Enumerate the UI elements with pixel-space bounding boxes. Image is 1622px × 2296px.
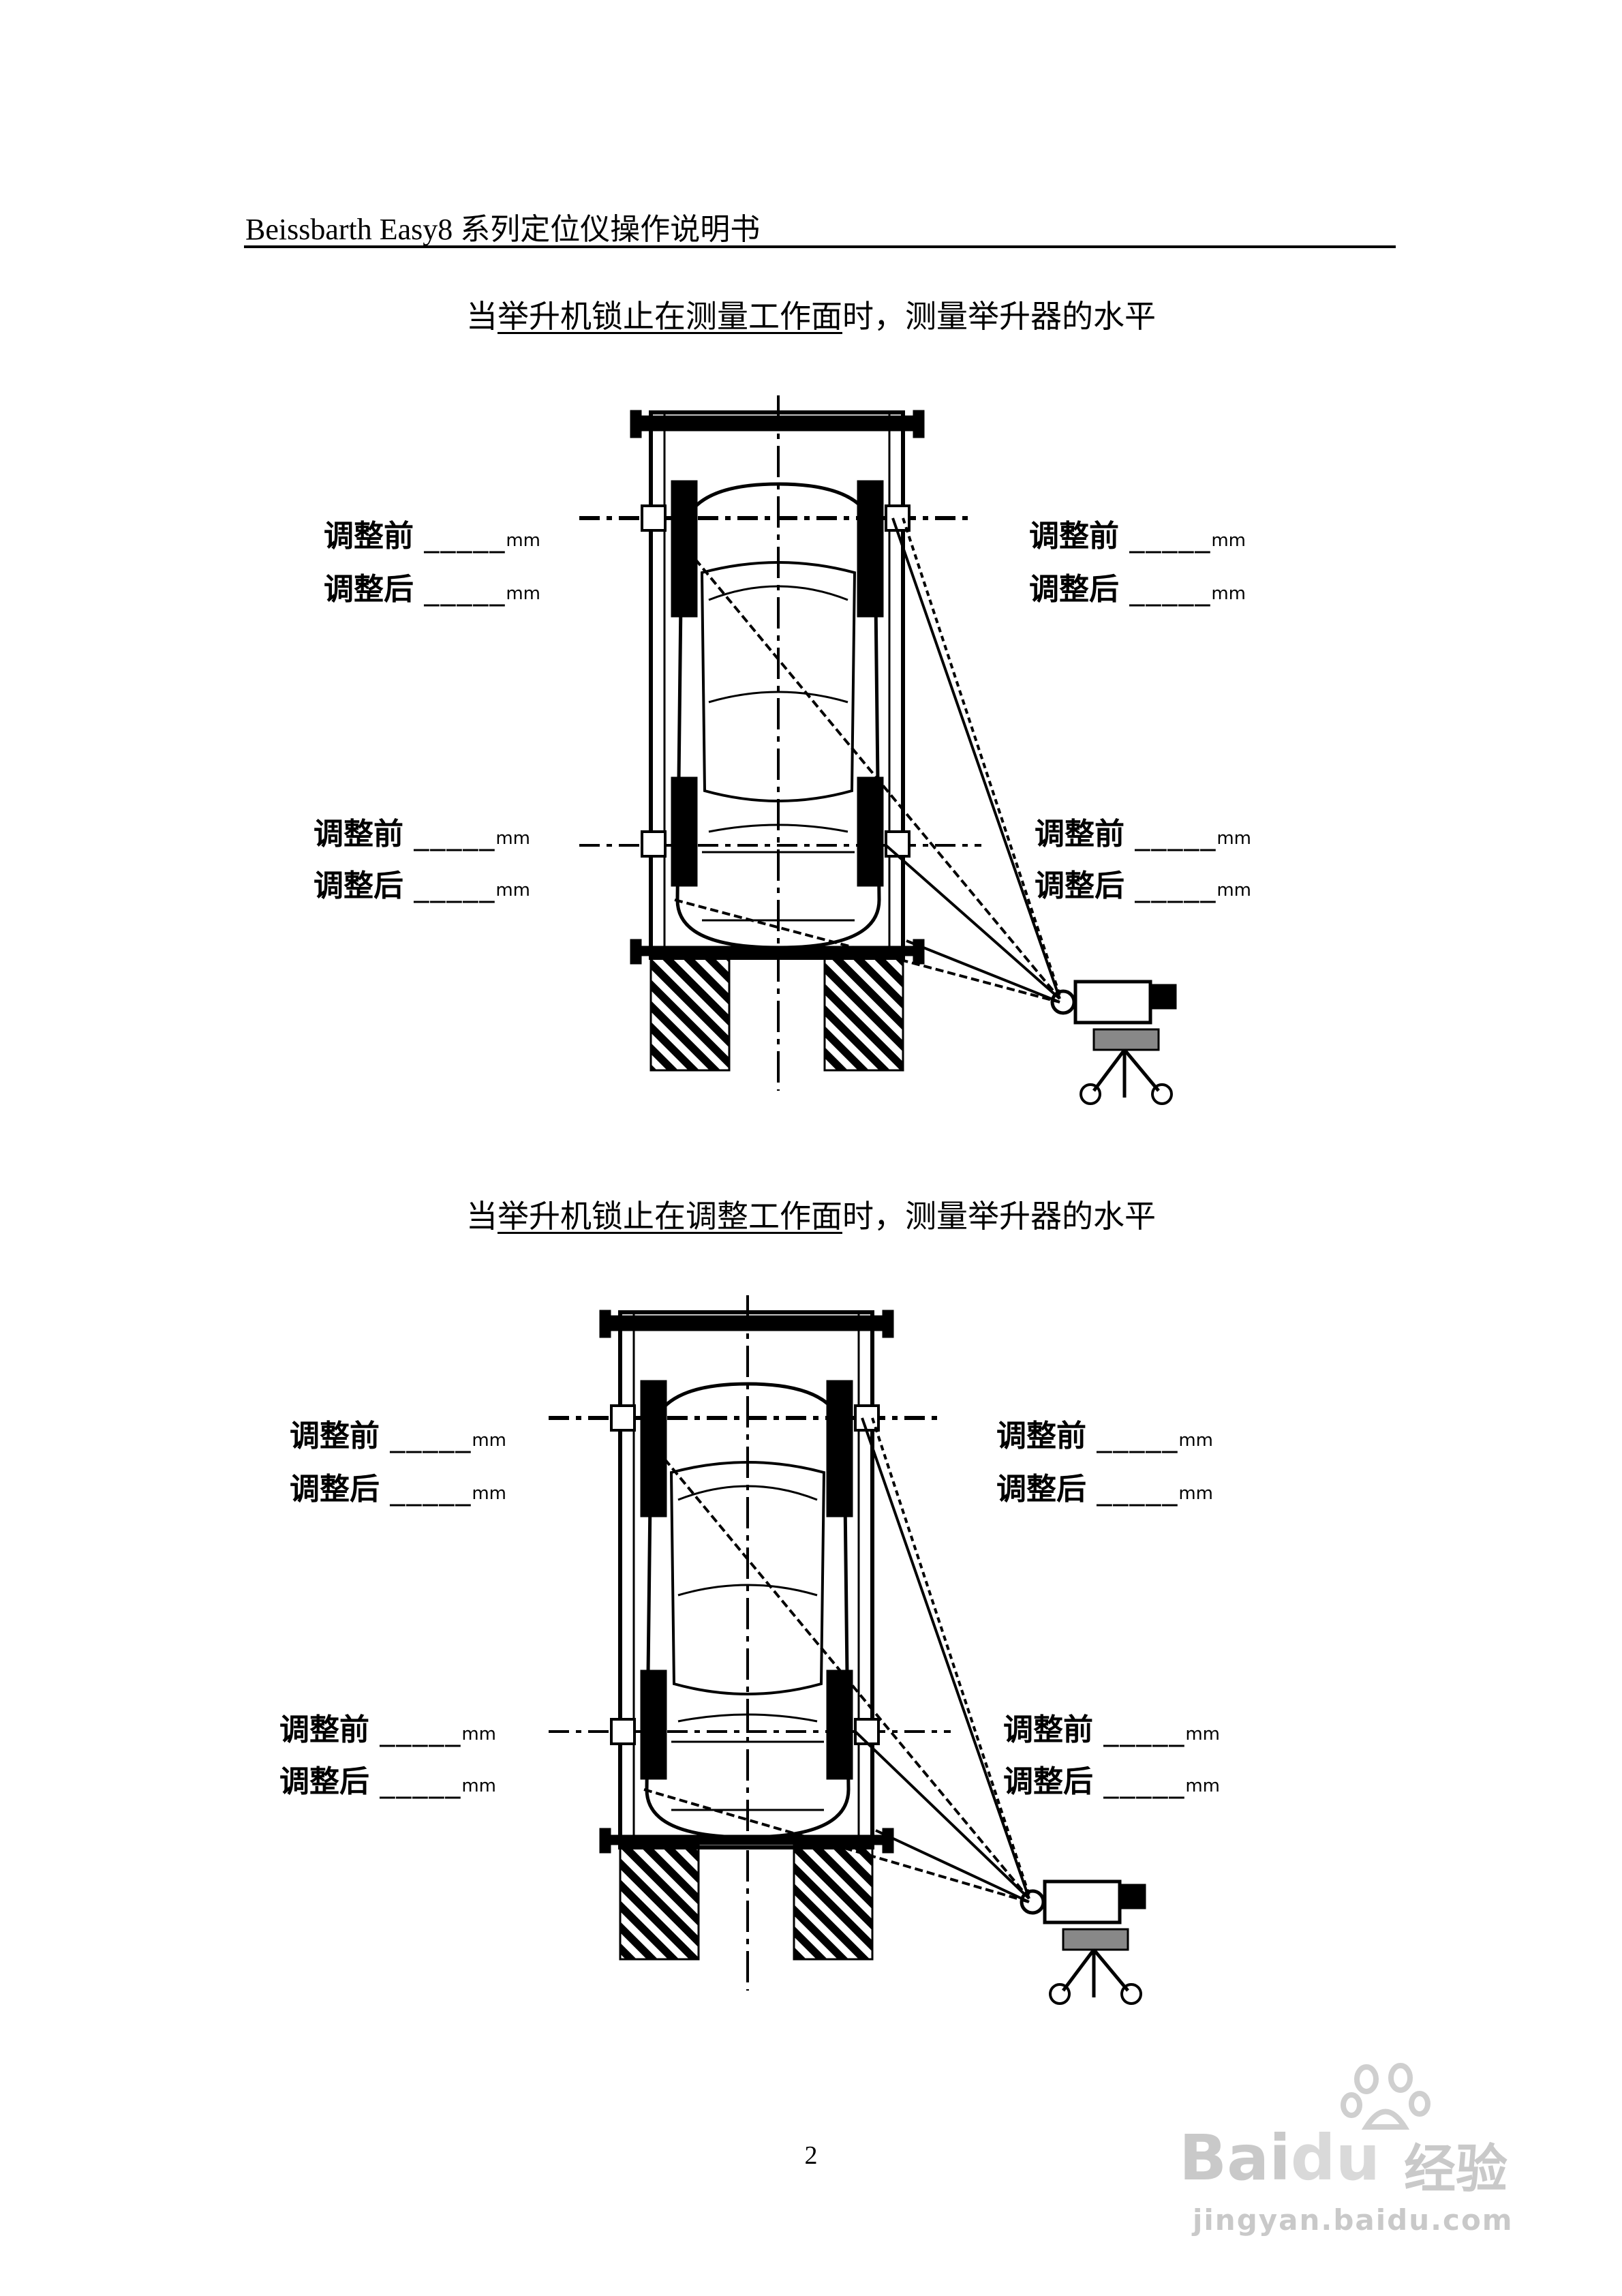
caption-suffix: 时，测量举升器的水平 <box>842 1198 1156 1235</box>
caption-underlined: 举升机锁止在调整工作面 <box>498 1198 842 1235</box>
figure-2: 调整前 _____mm 调整后 _____mm 调整前 _____mm 调整后 … <box>0 1282 1622 2038</box>
fl-after-label: 调整后 _____mm <box>324 572 540 607</box>
caption-suffix: 时，测量举升器的水平 <box>842 298 1156 335</box>
rr-after-label: 调整后 _____mm <box>1003 1764 1220 1799</box>
rl-before-label: 调整前 _____mm <box>313 817 530 851</box>
figure-1: 调整前 _____mm 调整后 _____mm 调整前 _____mm 调整后 … <box>0 382 1622 1138</box>
watermark-url: jingyan.baidu.com <box>1193 2203 1514 2237</box>
fr-after-label: 调整后 _____mm <box>996 1472 1213 1507</box>
figure-1-caption: 当举升机锁止在测量工作面时，测量举升器的水平 <box>0 292 1622 337</box>
watermark-cn: 经验 <box>1404 2139 1508 2199</box>
fl-before-label: 调整前 _____mm <box>324 519 540 554</box>
rl-after-label: 调整后 _____mm <box>313 868 530 903</box>
header-rule <box>244 245 1396 248</box>
rr-after-label: 调整后 _____mm <box>1035 868 1251 903</box>
rr-before-label: 调整前 _____mm <box>1035 817 1251 851</box>
fl-after-label: 调整后 _____mm <box>290 1472 506 1507</box>
fr-after-label: 调整后 _____mm <box>1029 572 1246 607</box>
rl-after-label: 调整后 _____mm <box>279 1764 496 1799</box>
fr-before-label: 调整前 _____mm <box>1029 519 1246 554</box>
lift-diagram-1 <box>579 395 1177 1105</box>
fl-before-label: 调整前 _____mm <box>290 1419 506 1453</box>
fr-before-label: 调整前 _____mm <box>996 1419 1213 1453</box>
caption-underlined: 举升机锁止在测量工作面 <box>498 298 842 335</box>
paw-icon <box>1341 2063 1430 2130</box>
rr-before-label: 调整前 _____mm <box>1003 1712 1220 1747</box>
watermark-brand: Baidu <box>1179 2121 1381 2194</box>
baidu-jingyan-watermark: Baidu 经验 jingyan.baidu.com <box>1179 2059 1561 2243</box>
lift-diagram-2 <box>549 1295 1146 2005</box>
caption-prefix: 当 <box>466 298 498 335</box>
caption-prefix: 当 <box>466 1198 498 1235</box>
figure-2-caption: 当举升机锁止在调整工作面时，测量举升器的水平 <box>0 1192 1622 1237</box>
page-number: 2 <box>804 2141 818 2170</box>
document-header-title: Beissbarth Easy8 系列定位仪操作说明书 <box>245 213 761 246</box>
rl-before-label: 调整前 _____mm <box>279 1712 496 1747</box>
